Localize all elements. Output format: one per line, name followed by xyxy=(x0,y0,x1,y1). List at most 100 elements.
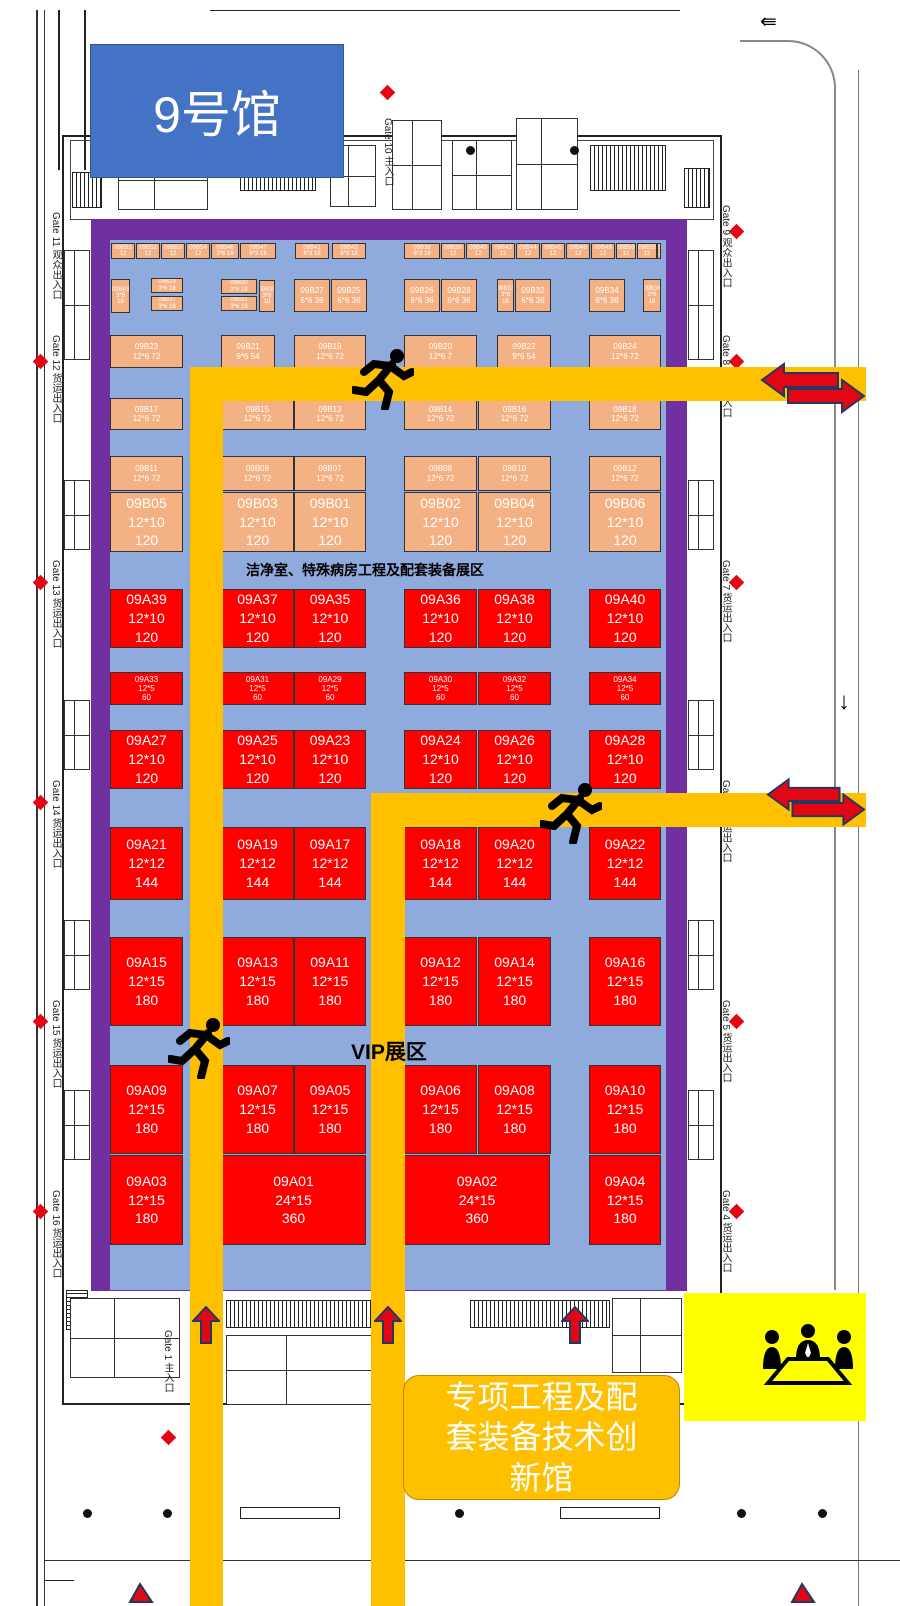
gate-label: Gate 14 货运出入口 xyxy=(48,780,63,868)
booth-label: 09B01 xyxy=(309,494,351,511)
booth-label: 09B36 xyxy=(643,286,661,293)
service-room xyxy=(688,1090,714,1160)
booth-09b56[interactable]: 09B5612 xyxy=(657,243,661,259)
